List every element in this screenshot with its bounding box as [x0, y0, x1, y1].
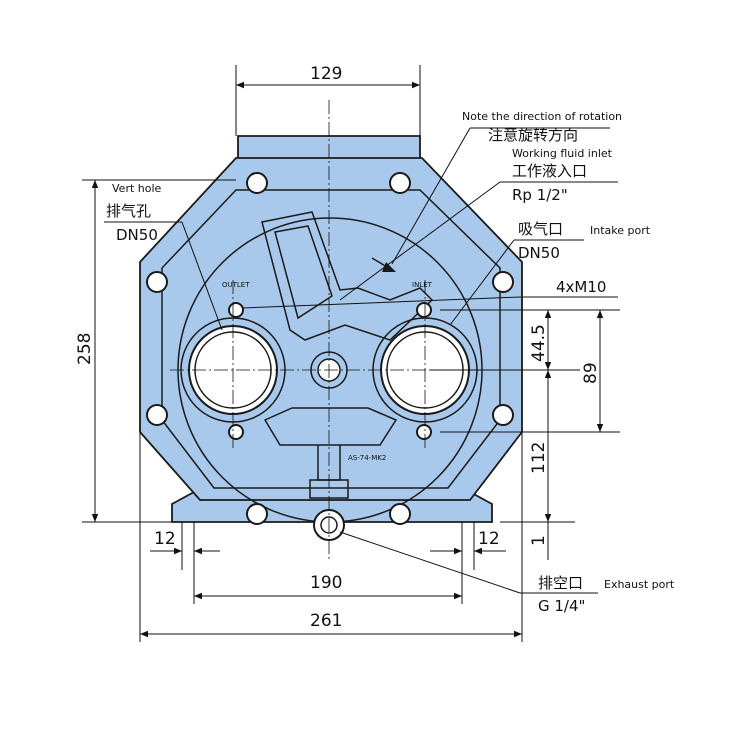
- dimension-lines: 129 258 44.5 89 112 1 12 12: [75, 64, 620, 642]
- working-fluid-en: Working fluid inlet: [512, 147, 613, 160]
- outlet-mark: OUTLET: [222, 281, 250, 289]
- dim-89: 89: [581, 362, 601, 384]
- dim-top-width: 129: [310, 64, 342, 84]
- vent-hole-cn: 排气孔: [106, 202, 151, 220]
- vent-hole-size: DN50: [116, 226, 158, 244]
- dim-foot-right: 12: [478, 529, 500, 549]
- pump-housing: [139, 157, 523, 501]
- dim-44-5: 44.5: [529, 324, 549, 362]
- bolts-label: 4xM10: [556, 278, 606, 296]
- m10-hole: [416, 424, 432, 440]
- fluid-channel: [261, 211, 434, 341]
- m10-hole: [416, 302, 432, 318]
- dim-1: 1: [529, 535, 549, 546]
- m10-hole: [228, 302, 244, 318]
- exhaust-plug-inner: [320, 516, 338, 534]
- bolt: [146, 271, 168, 293]
- model-mark: AS-74-MK2: [348, 454, 386, 462]
- exhaust-size: G 1/4": [538, 597, 585, 615]
- bolt: [389, 503, 411, 525]
- vent-hole-en: Vert hole: [112, 182, 162, 195]
- bolt: [492, 404, 514, 426]
- note-en: Note the direction of rotation: [462, 110, 622, 123]
- working-fluid-size: Rp 1/2": [512, 186, 568, 204]
- dim-190: 190: [310, 573, 342, 593]
- m10-hole: [228, 424, 244, 440]
- bolt: [146, 404, 168, 426]
- dim-height-left: 258: [75, 333, 95, 365]
- fluid-channel-inner: [274, 225, 333, 320]
- intake-cn: 吸气口: [518, 220, 563, 238]
- note-cn: 注意旋转方向: [488, 126, 578, 144]
- exhaust-en: Exhaust port: [604, 578, 675, 591]
- bolt: [389, 172, 411, 194]
- working-fluid-cn: 工作液入口: [512, 162, 587, 180]
- exhaust-cn: 排空口: [538, 574, 583, 592]
- bolt: [246, 503, 268, 525]
- inner-cover-outline: [161, 189, 501, 489]
- intake-size: DN50: [518, 244, 560, 262]
- pump-body: OUTLET INLET AS-74-MK2: [139, 135, 523, 541]
- dim-112: 112: [529, 442, 549, 474]
- intake-en: Intake port: [590, 224, 651, 237]
- inlet-mark: INLET: [412, 281, 433, 289]
- dim-foot-left: 12: [154, 529, 176, 549]
- callouts: Note the direction of rotation 注意旋转方向 Wo…: [104, 110, 675, 615]
- bolt: [492, 271, 514, 293]
- rotation-arrow-head: [382, 262, 396, 272]
- lower-bridge: [263, 407, 398, 446]
- dim-261: 261: [310, 611, 342, 631]
- bolt: [246, 172, 268, 194]
